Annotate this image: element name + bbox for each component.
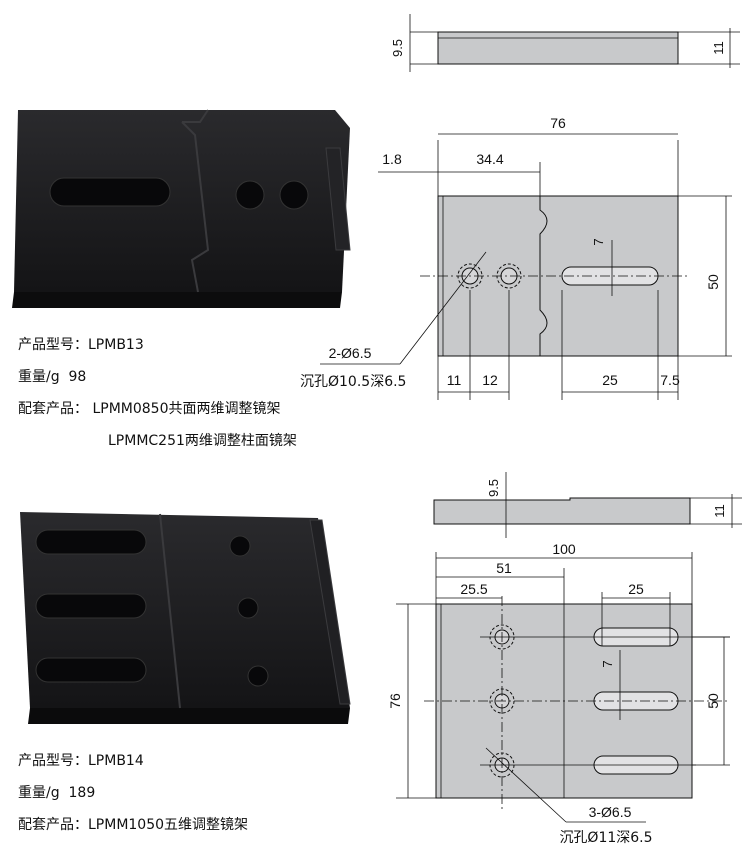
side-view-lpmb13: 9.5 11 [390, 14, 740, 72]
hole-note: 3-Ø6.5 [589, 804, 632, 820]
model-value: LPMB14 [88, 753, 144, 769]
side-view-lpmb14: 9.5 11 [433, 472, 742, 538]
product-photo-lpmb13 [12, 109, 351, 308]
top-view-lpmb13: 76 1.8 34.4 7 50 11 12 25 7.5 2-Ø6.5 沉孔Ø… [300, 115, 732, 400]
dim-label: 25.5 [460, 581, 487, 597]
kit-line-2: LPMMC251两维调整柱面镜架 [108, 430, 297, 450]
side-plate [437, 31, 679, 65]
hole-note: 沉孔Ø11深6.5 [559, 830, 652, 846]
hole-note: 2-Ø6.5 [329, 345, 372, 361]
top-view-lpmb14: 100 51 25.5 25 7 76 50 3-Ø6.5 沉孔Ø11深6.5 [387, 541, 730, 846]
dim-label: 9.5 [390, 39, 405, 57]
dim-label: 76 [387, 693, 403, 709]
dim-label: 50 [705, 274, 721, 290]
dim-label: 34.4 [476, 151, 503, 167]
kit-item: LPMMC251两维调整柱面镜架 [108, 433, 297, 449]
kit-item: LPMM0850共面两维调整镜架 [92, 401, 281, 417]
dim-label: 11 [712, 504, 727, 518]
kit-line: 配套产品： LPMM0850共面两维调整镜架 [18, 398, 280, 418]
kit-line: 配套产品：LPMM1050五维调整镜架 [18, 814, 248, 834]
dim-label: 100 [552, 541, 576, 557]
kit-item: LPMM1050五维调整镜架 [88, 817, 249, 833]
weight-line: 重量/g 98 [18, 369, 87, 385]
dim-label: 25 [628, 581, 644, 597]
hole-note: 沉孔Ø10.5深6.5 [300, 374, 406, 390]
dim-label: 7 [591, 238, 606, 245]
model-line: 产品型号：LPMB13 [18, 337, 144, 353]
weight-value: 98 [68, 369, 87, 385]
weight-value: 189 [68, 785, 96, 801]
weight-line: 重量/g 189 [18, 785, 96, 801]
dim-label: 12 [482, 372, 498, 388]
model-value: LPMB13 [88, 337, 144, 353]
dim-label: 51 [496, 560, 512, 576]
dim-label: 76 [550, 115, 566, 131]
dim-label: 11 [447, 372, 462, 388]
dim-label: 7 [600, 660, 615, 667]
dim-label: 7.5 [660, 372, 680, 388]
side-plate [433, 497, 691, 525]
dim-label: 50 [705, 693, 721, 709]
model-line: 产品型号：LPMB14 [18, 753, 144, 769]
dim-label: 9.5 [486, 479, 501, 497]
product-photo-lpmb14 [20, 512, 351, 724]
dim-label: 25 [602, 372, 618, 388]
dim-label: 11 [711, 41, 726, 55]
dim-label: 1.8 [382, 151, 402, 167]
